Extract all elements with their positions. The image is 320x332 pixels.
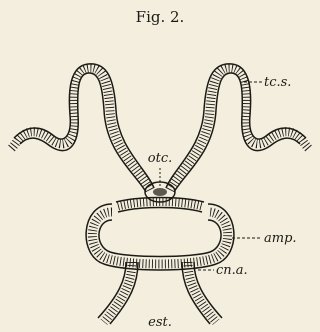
label-stomach: est. <box>148 315 172 330</box>
ampulla <box>86 198 234 271</box>
label-tentacles: tc.s. <box>264 75 291 90</box>
figure-title: Fig. 2. <box>136 8 185 26</box>
label-ampulla: amp. <box>264 231 297 246</box>
left-tentacle <box>10 64 154 192</box>
label-otocyst: otc. <box>148 151 172 166</box>
label-canal: cn.a. <box>216 263 248 278</box>
